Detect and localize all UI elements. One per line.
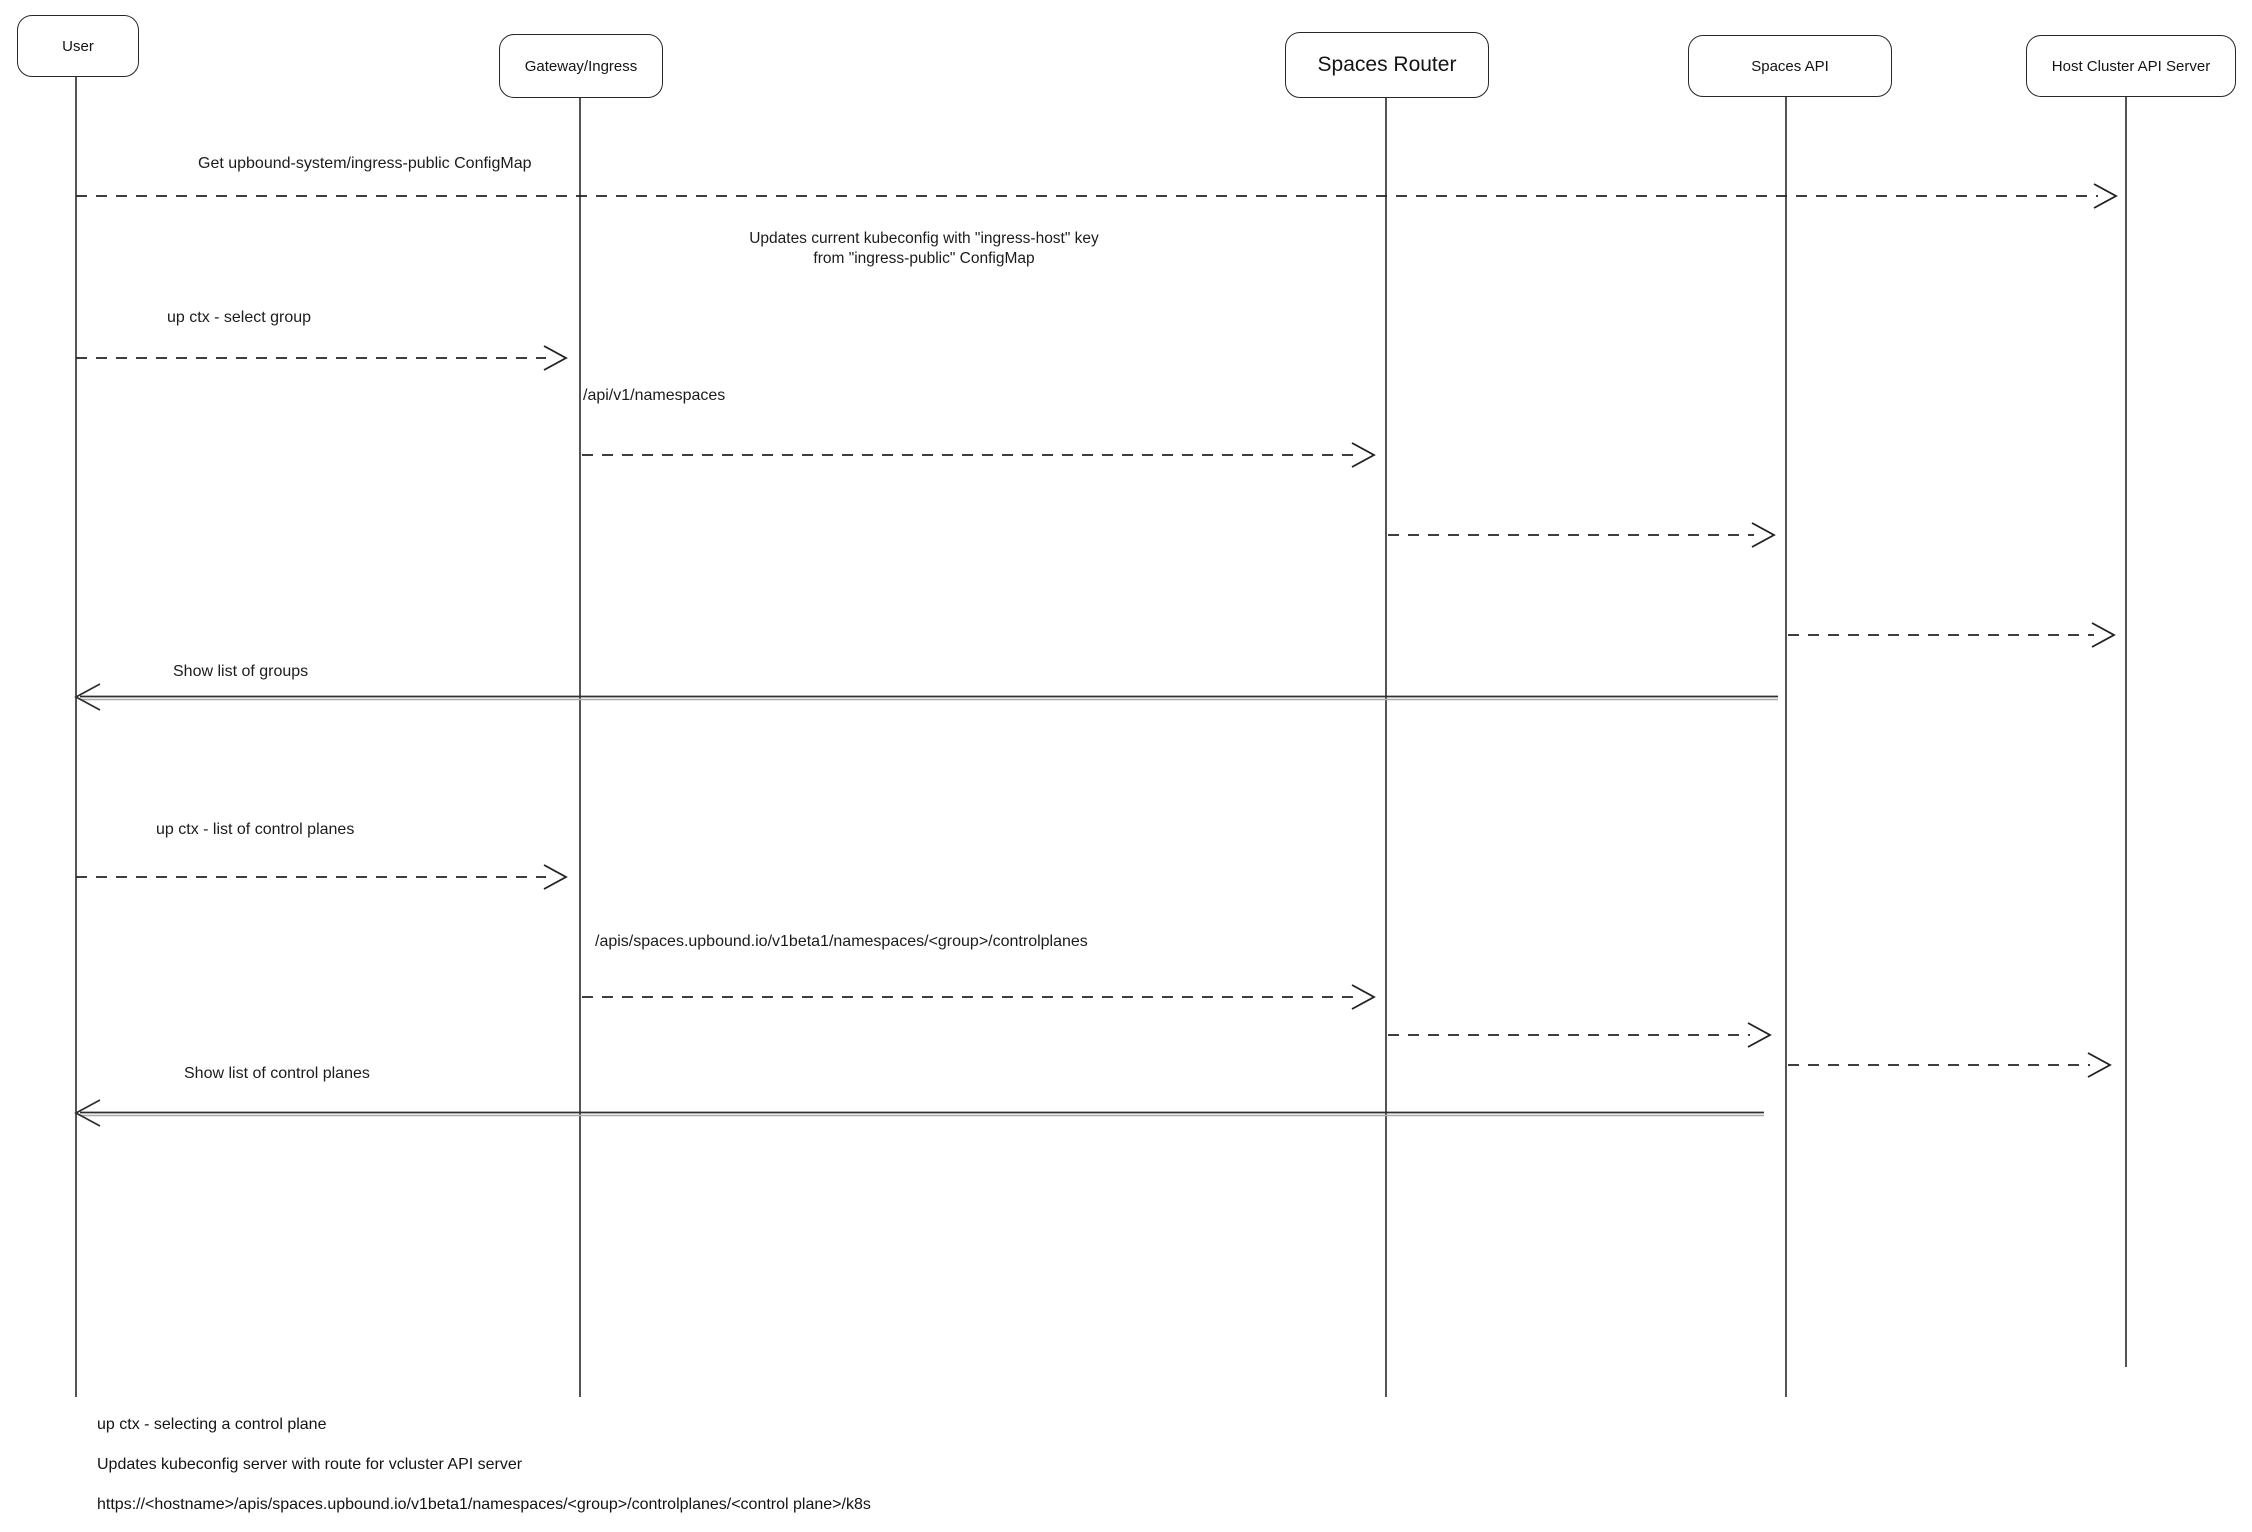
msg-7-arrowhead — [543, 864, 568, 890]
msg-10-arrowhead — [2087, 1052, 2112, 1078]
msg-4-arrowhead — [1751, 522, 1776, 548]
actor-user-label: User — [62, 37, 94, 55]
note-kubeconfig-update: Updates current kubeconfig with "ingress… — [674, 229, 1174, 269]
annotation-selecting-control-plane: up ctx - selecting a control plane — [97, 1416, 327, 1433]
note-kubeconfig-update-line2: from "ingress-public" ConfigMap — [813, 250, 1035, 267]
note-kubeconfig-update-line1: Updates current kubeconfig with "ingress… — [749, 230, 1099, 247]
msg-8-arrowhead — [1351, 984, 1376, 1010]
actor-gateway-ingress: Gateway/Ingress — [499, 34, 663, 98]
msg-6-arrowhead — [74, 683, 101, 711]
actor-gateway-ingress-label: Gateway/Ingress — [524, 57, 638, 75]
msg-1-arrowhead — [2093, 183, 2118, 209]
message-label-select-group: up ctx - select group — [167, 309, 312, 326]
message-label-show-control-planes: Show list of control planes — [184, 1065, 370, 1082]
annotation-updates-kubeconfig: Updates kubeconfig server with route for… — [97, 1456, 523, 1473]
message-label-get-configmap: Get upbound-system/ingress-public Config… — [198, 155, 532, 172]
msg-2-arrowhead — [543, 345, 568, 371]
msg-3-arrowhead — [1351, 442, 1376, 468]
actor-spaces-api-label: Spaces API — [1751, 57, 1829, 75]
actor-spaces-router: Spaces Router — [1285, 32, 1489, 98]
msg-9-arrowhead — [1747, 1022, 1772, 1048]
actor-spaces-api: Spaces API — [1688, 35, 1892, 97]
msg-11-arrowhead — [74, 1099, 101, 1127]
actor-host-cluster-api-server-label: Host Cluster API Server — [2051, 57, 2211, 75]
msg-5-arrowhead — [2091, 622, 2116, 648]
message-label-list-control-planes: up ctx - list of control planes — [156, 821, 355, 838]
message-label-show-list-of-groups: Show list of groups — [173, 663, 309, 680]
message-label-api-v1-namespaces: /api/v1/namespaces — [583, 387, 726, 404]
annotation-vcluster-url: https://<hostname>/apis/spaces.upbound.i… — [97, 1496, 871, 1513]
actor-user: User — [17, 15, 139, 77]
actor-host-cluster-api-server: Host Cluster API Server — [2026, 35, 2236, 97]
message-label-controlplanes-endpoint: /apis/spaces.upbound.io/v1beta1/namespac… — [595, 933, 1088, 950]
actor-spaces-router-label: Spaces Router — [1317, 53, 1457, 76]
